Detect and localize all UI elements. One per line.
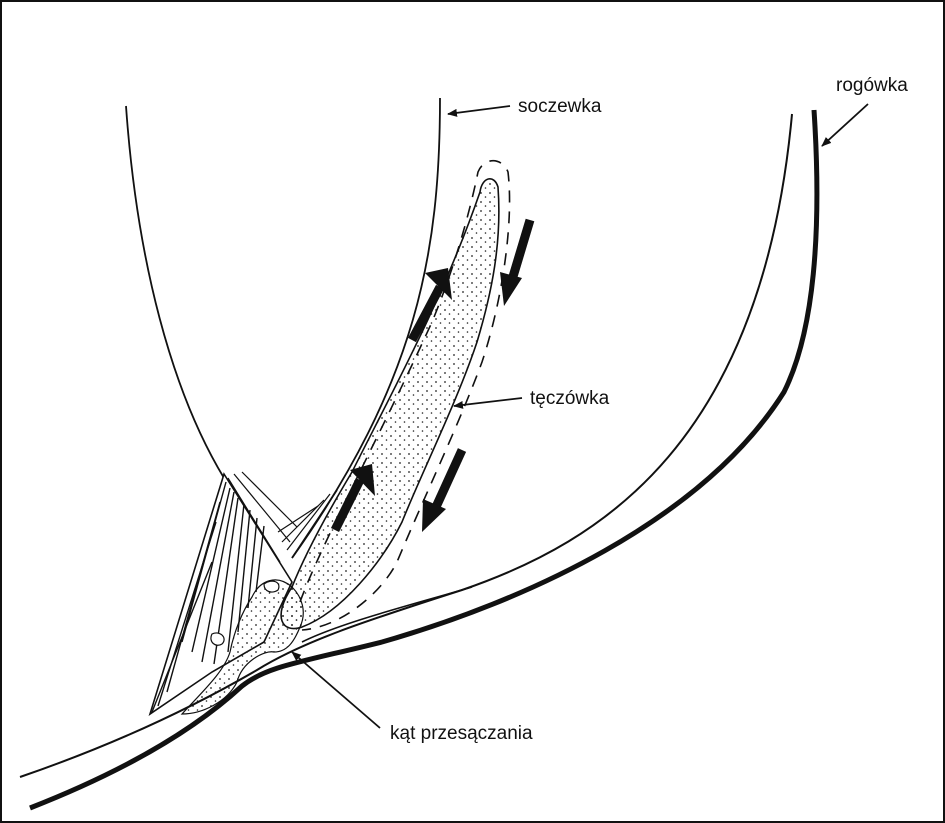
cornea-leader xyxy=(822,104,868,146)
angle-leader xyxy=(292,652,380,728)
cornea-label: rogówka xyxy=(836,76,908,95)
iris-label: tęczówka xyxy=(530,389,609,408)
iris-leader xyxy=(454,398,522,406)
drainage-angle-label: kąt przesączania xyxy=(390,724,533,743)
lens-label: soczewka xyxy=(518,97,601,116)
lens-leader xyxy=(448,106,510,114)
lens-left-outline xyxy=(126,106,224,478)
